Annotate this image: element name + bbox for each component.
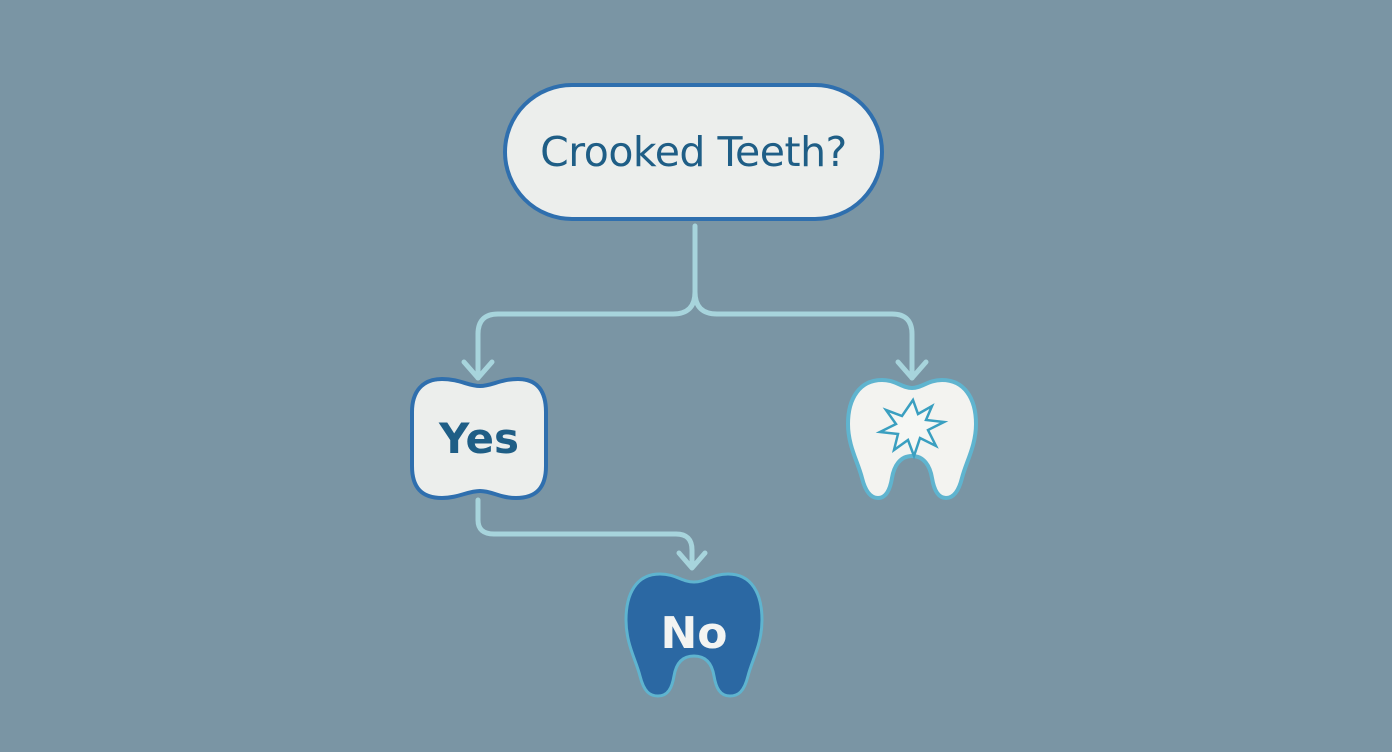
tooth-icon <box>624 572 764 698</box>
question-label: Crooked Teeth? <box>540 128 847 176</box>
no-label: No <box>660 607 728 659</box>
no-node[interactable] <box>624 572 764 698</box>
connector-stem <box>475 223 698 381</box>
yes-label: Yes <box>438 414 520 463</box>
arrowhead-yes <box>461 359 495 381</box>
connectors <box>461 223 929 571</box>
crack-burst-icon <box>875 397 949 460</box>
question-node[interactable]: Crooked Teeth? <box>503 83 884 221</box>
connector-right-branch <box>692 289 915 381</box>
yes-node-shape <box>410 376 548 501</box>
arrowhead-no <box>676 550 708 571</box>
yes-label-wrap: Yes <box>412 379 546 498</box>
arrowhead-right <box>895 359 929 381</box>
damaged-tooth <box>845 377 979 501</box>
no-label-wrap: No <box>626 588 762 678</box>
yes-node[interactable] <box>410 376 548 501</box>
connector-yes-to-no <box>475 497 695 569</box>
